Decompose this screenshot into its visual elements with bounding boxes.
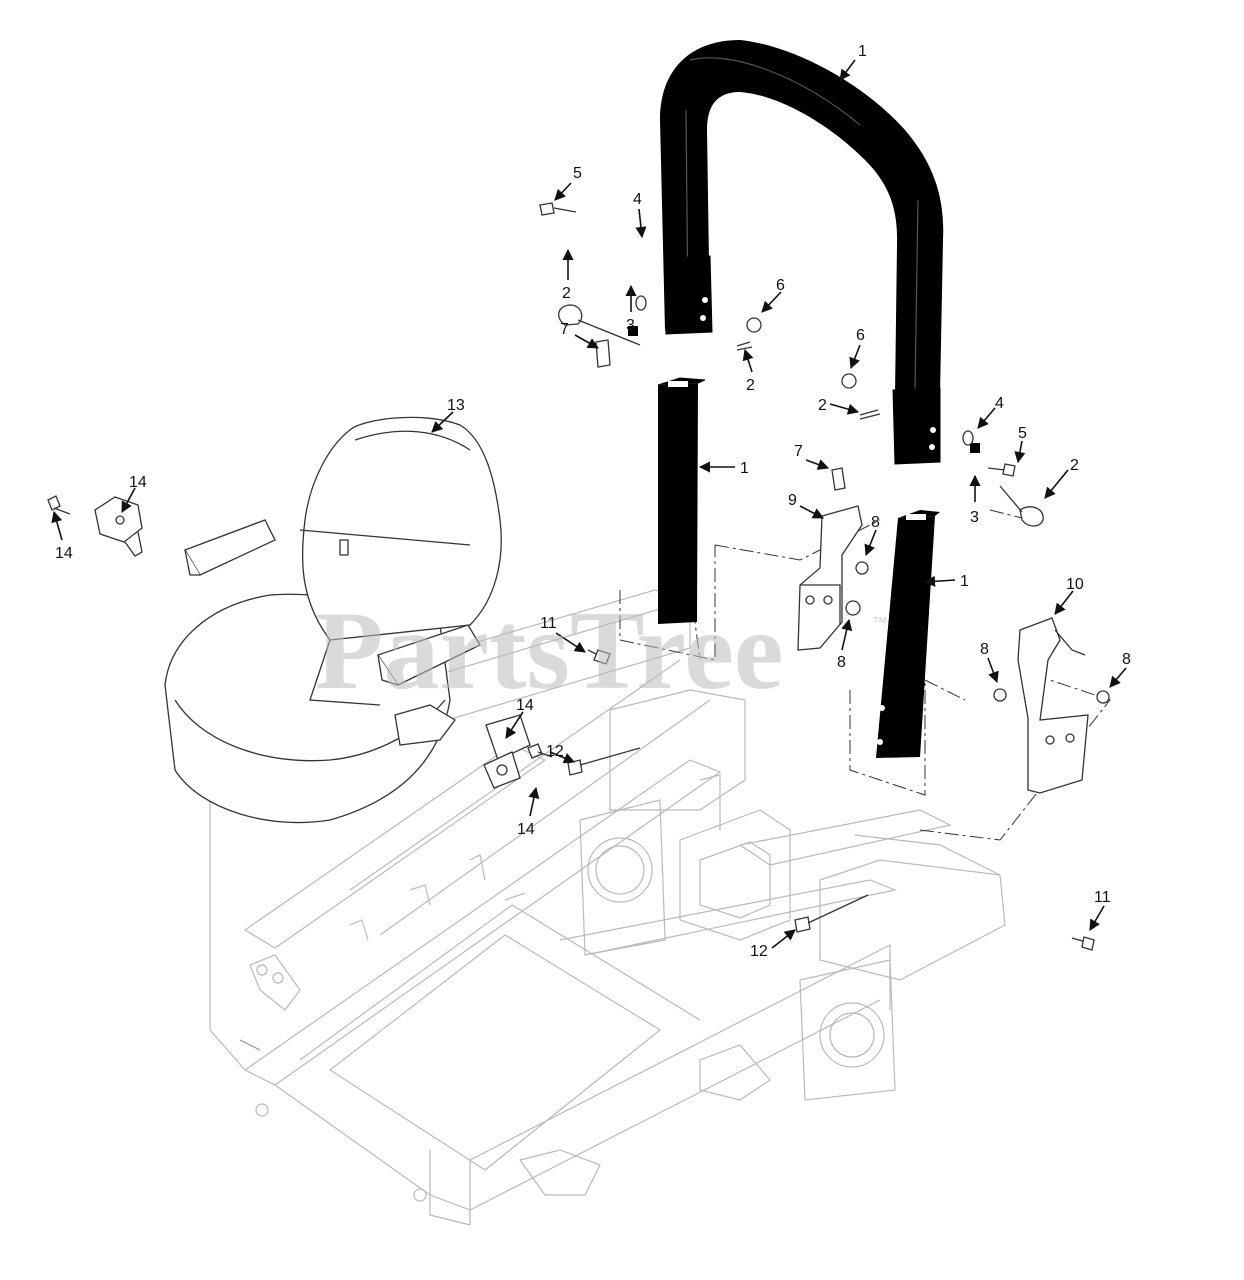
callout-4-left: 4: [633, 191, 642, 208]
callout-11-left: 11: [540, 615, 557, 632]
callout-8-left-upper: 8: [871, 514, 880, 531]
callout-7-right: 7: [794, 443, 803, 460]
callout-11-right: 11: [1094, 889, 1111, 906]
callout-14-bolt-left: 14: [55, 545, 73, 562]
callout-8-right-outer: 8: [1122, 651, 1131, 668]
callout-12-upper: 12: [546, 743, 564, 760]
callout-arrows: [51, 59, 1127, 949]
callout-8-right-inner: 8: [980, 641, 989, 658]
callout-2-right-pin: 2: [1070, 457, 1079, 474]
roll-bar-upper: [660, 40, 944, 465]
callout-2-right-clip: 2: [818, 397, 827, 414]
callout-4-right: 4: [995, 395, 1004, 412]
callout-3-right: 3: [970, 509, 979, 526]
callout-13: 13: [447, 397, 465, 414]
callout-10: 10: [1066, 576, 1084, 593]
callout-1-top: 1: [858, 43, 867, 60]
callout-8-left-lower: 8: [837, 654, 846, 671]
callout-6-right: 6: [856, 327, 865, 344]
callout-5-left: 5: [573, 165, 582, 182]
callout-14-buckle-left: 14: [129, 474, 147, 491]
bracket-right: [1017, 617, 1089, 794]
callout-14-bolt-right: 14: [517, 821, 535, 838]
roll-bar-lower-right: [876, 510, 940, 758]
callout-1-left-tube: 1: [740, 460, 749, 477]
watermark-text: PartsTree: [315, 589, 784, 713]
hardware: [539, 202, 1110, 951]
callout-6-left: 6: [776, 277, 785, 294]
callout-labels: 1 1 1 2 2 2 2 3 3 4 4 5 5 6 6 7 7 8 8 8 …: [55, 43, 1131, 960]
callout-5-right: 5: [1018, 425, 1027, 442]
watermark-trademark: ™: [872, 615, 888, 632]
callout-9: 9: [788, 492, 797, 509]
callout-14-buckle-right: 14: [516, 697, 534, 714]
callout-12-lower: 12: [750, 943, 768, 960]
callout-1-right-tube: 1: [960, 573, 969, 590]
watermark: PartsTree ™: [315, 589, 888, 713]
seat: [164, 416, 502, 824]
callout-7-left: 7: [560, 321, 569, 338]
callout-2-left-clip: 2: [746, 377, 755, 394]
callout-2-left-pin: 2: [562, 285, 571, 302]
callout-3-left: 3: [626, 317, 635, 334]
bracket-left: [797, 505, 863, 651]
roll-bar-lower-left: [652, 377, 706, 624]
